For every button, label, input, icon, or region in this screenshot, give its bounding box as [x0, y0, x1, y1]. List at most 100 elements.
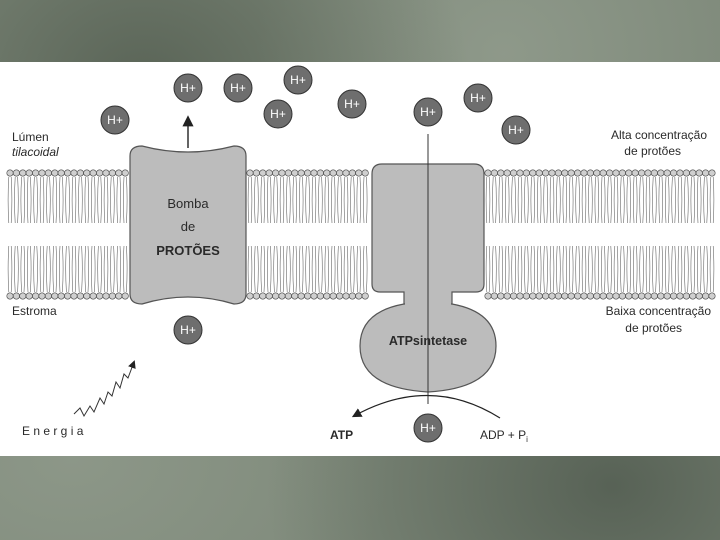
lipid-tail [267, 245, 272, 293]
lipid-tail [633, 245, 638, 293]
lipid-tail [52, 176, 57, 224]
lipid-tail [305, 176, 310, 224]
lipid-tail [530, 245, 535, 293]
lipid-head [323, 292, 331, 300]
lipid-head [529, 169, 537, 177]
lipid-tail [588, 245, 593, 293]
pump-label-line2: de [181, 219, 195, 234]
lipid-head [497, 292, 505, 300]
lipid-head [6, 292, 14, 300]
lipid-tail [273, 245, 278, 293]
lipid-head [96, 169, 104, 177]
lipid-head [663, 169, 671, 177]
lipid-tail [594, 245, 599, 293]
lipid-head [548, 169, 556, 177]
lipid-head [259, 292, 267, 300]
high-concentration-line1: Alta concentração [611, 128, 707, 142]
lipid-tail [20, 176, 25, 224]
lipid-head [676, 292, 684, 300]
lipid-tail [684, 245, 689, 293]
lipid-tail [91, 245, 96, 293]
lipid-tail [485, 245, 491, 293]
lipid-head [522, 169, 530, 177]
lipid-tail [677, 245, 683, 293]
energy-label: E n e r g i a [22, 424, 84, 438]
lipid-head [310, 169, 318, 177]
lipid-tail [247, 176, 253, 224]
lipid-tail [671, 176, 676, 224]
lipid-head [599, 169, 607, 177]
lipid-tail [59, 245, 64, 293]
lipid-tail [84, 245, 89, 293]
lipid-head [278, 292, 286, 300]
lipid-tail [690, 176, 695, 224]
lipid-tail [350, 176, 355, 224]
lipid-head [561, 292, 569, 300]
lipid-head [297, 169, 305, 177]
adp-label-subscript: i [526, 435, 528, 444]
lipid-head [580, 292, 588, 300]
lipid-head [44, 292, 52, 300]
lipid-tail [549, 245, 555, 293]
lipid-head [497, 169, 505, 177]
lipid-tail [537, 176, 542, 224]
lipid-head [650, 169, 658, 177]
lipid-head [83, 169, 91, 177]
lipid-head [246, 292, 254, 300]
lipid-head [529, 292, 537, 300]
lipid-head [102, 292, 110, 300]
lipid-head [490, 169, 498, 177]
lipid-tail [267, 176, 272, 224]
proton-ion-label: H+ [420, 105, 436, 119]
lipid-head [272, 169, 280, 177]
proton-ion-label: H+ [470, 91, 486, 105]
lipid-head [484, 169, 492, 177]
proton-ion-label: H+ [290, 73, 306, 87]
lipid-head [329, 292, 337, 300]
lipid-tail [356, 245, 361, 293]
proton-ion: H+ [283, 65, 313, 95]
lipid-head [612, 292, 620, 300]
proton-ion: H+ [413, 97, 443, 127]
lipid-head [19, 292, 27, 300]
lipid-tail [684, 176, 689, 224]
lipid-head [252, 169, 260, 177]
lipid-tail [292, 176, 297, 224]
lipid-tail [311, 245, 317, 293]
lipid-tail [110, 176, 115, 224]
proton-ion: H+ [223, 73, 253, 103]
lipid-tail [607, 245, 612, 293]
lipid-tail [292, 245, 297, 293]
lipid-head [657, 169, 665, 177]
lipid-head [76, 292, 84, 300]
lipid-tail [569, 176, 574, 224]
lipid-tail [569, 245, 574, 293]
atp-label: ATP [330, 428, 353, 442]
adp-label: ADP + Pi [480, 428, 528, 444]
lipid-tail [562, 176, 567, 224]
lipid-head [304, 169, 312, 177]
lipid-head [593, 169, 601, 177]
lipid-head [284, 169, 292, 177]
proton-ion: H+ [337, 89, 367, 119]
lipid-tail [254, 245, 259, 293]
lipid-tail [27, 245, 32, 293]
lipid-tail [337, 176, 342, 224]
lipid-head [83, 292, 91, 300]
lipid-head [57, 169, 65, 177]
lipid-tail [279, 176, 285, 224]
lipid-tail [652, 176, 657, 224]
lipid-head [490, 292, 498, 300]
lipid-head [516, 169, 524, 177]
lipid-head [25, 169, 33, 177]
lipid-tail [511, 176, 516, 224]
lipid-head [265, 292, 273, 300]
lipid-tail [356, 176, 361, 224]
lipid-tail [665, 245, 670, 293]
lipid-head [291, 169, 299, 177]
proton-ion: H+ [413, 413, 443, 443]
lipid-head [6, 169, 14, 177]
lipid-head [676, 169, 684, 177]
lipid-tail [677, 176, 683, 224]
low-concentration-line1: Baixa concentração [606, 304, 712, 318]
